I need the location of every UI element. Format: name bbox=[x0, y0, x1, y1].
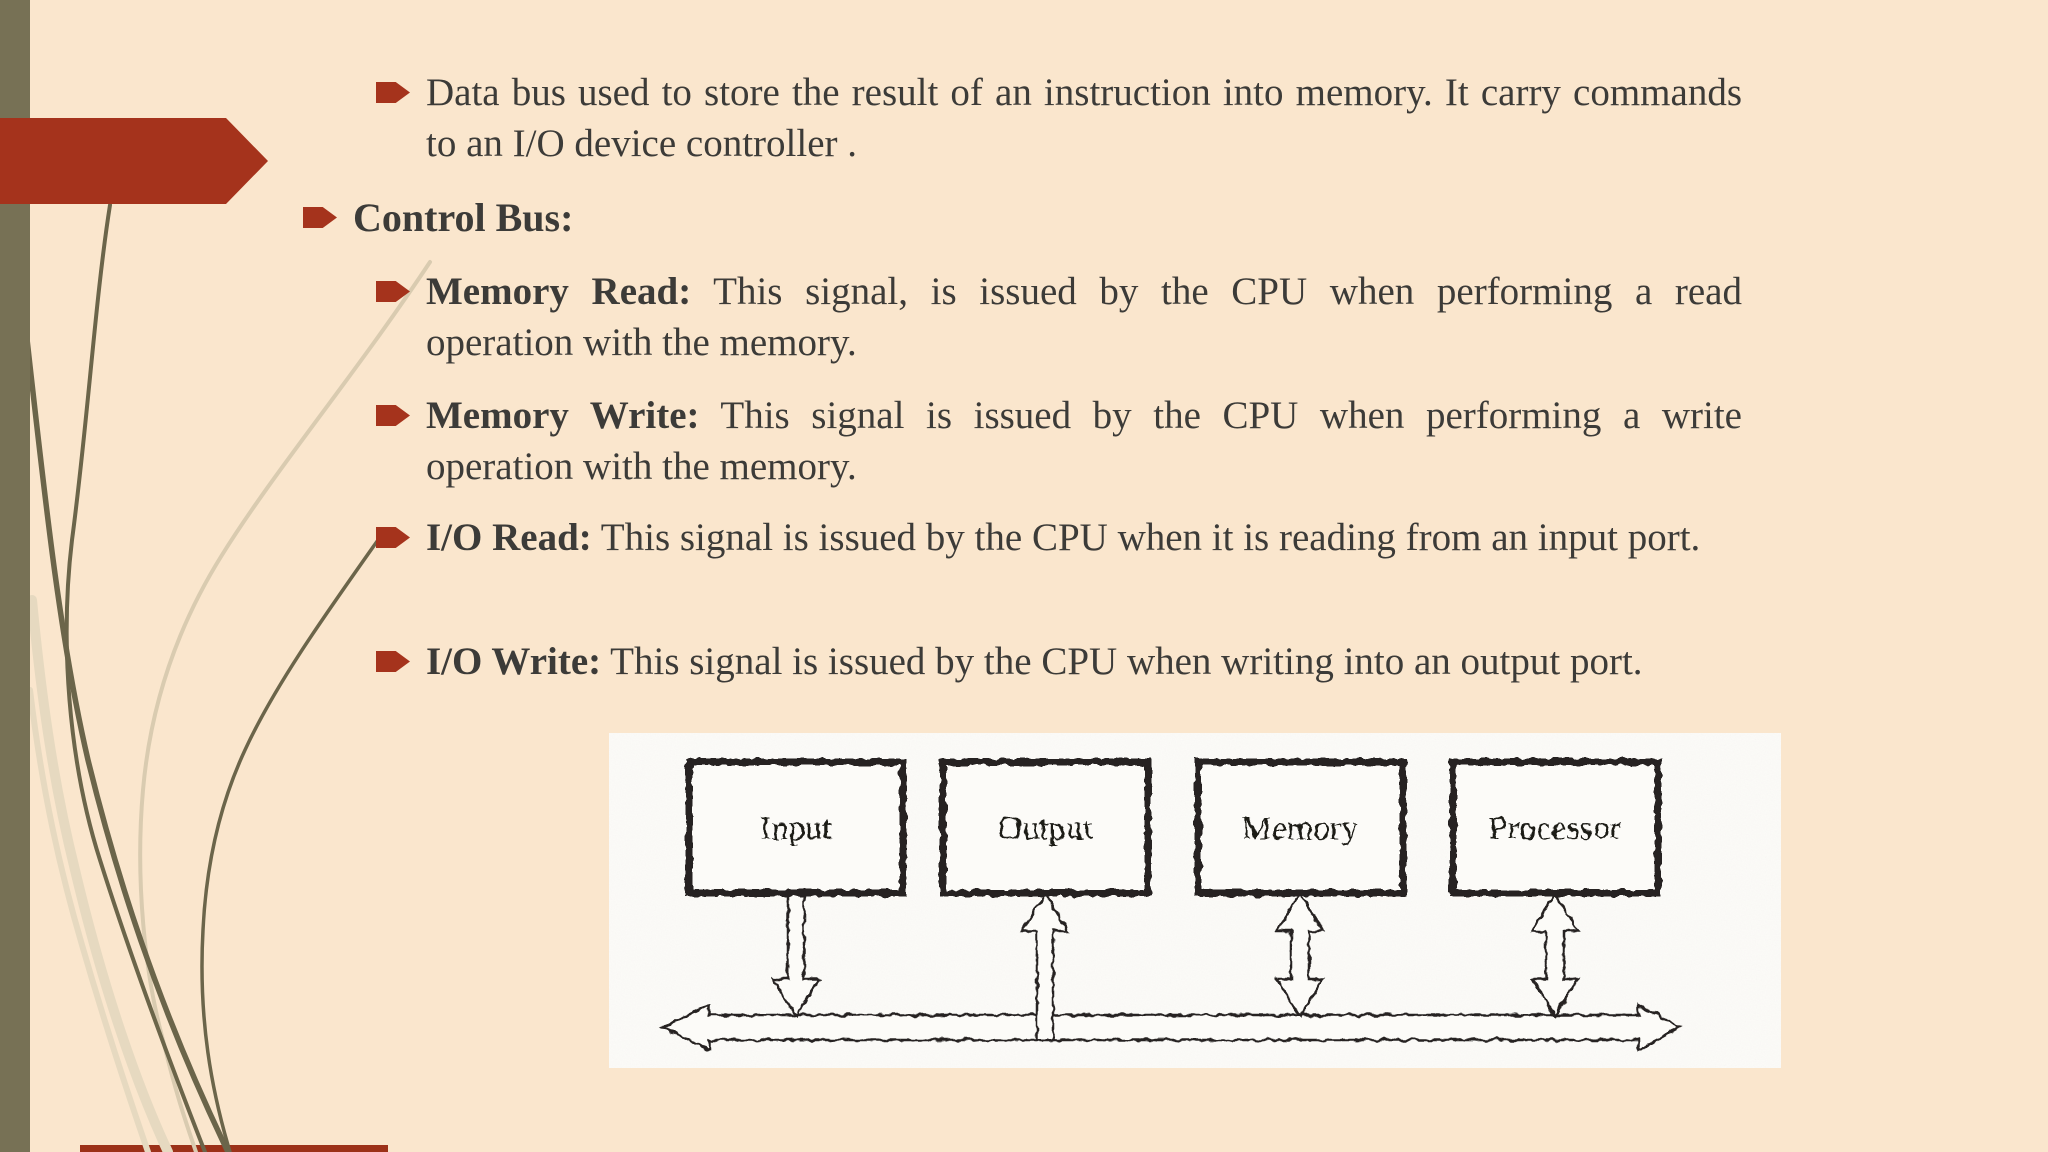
arrow-bullet-icon bbox=[303, 207, 337, 228]
bullet-item-io-read: I/O Read: This signal is issued by the C… bbox=[376, 512, 1742, 563]
bullet-text: Memory Write: This signal is issued by t… bbox=[426, 394, 1742, 488]
diagram-label-input: Input bbox=[760, 810, 832, 847]
bullet-item-io-write: I/O Write: This signal is issued by the … bbox=[376, 636, 1742, 687]
input-down-arrow bbox=[770, 891, 822, 1019]
decorative-curve bbox=[64, 203, 207, 1152]
bus-double-arrow bbox=[660, 1002, 1683, 1053]
bullet-text: Data bus used to store the result of an … bbox=[426, 71, 1742, 165]
decorative-curve bbox=[200, 538, 380, 1152]
diagram-label-memory: Memory bbox=[1241, 810, 1358, 847]
red-arrow-ribbon bbox=[0, 118, 268, 204]
processor-double-arrow bbox=[1529, 890, 1581, 1019]
decorative-curve bbox=[27, 687, 151, 1152]
page-number-tab bbox=[80, 1145, 388, 1152]
bullet-item-control-bus: Control Bus: bbox=[303, 192, 1203, 244]
decorative-curves bbox=[23, 203, 432, 1152]
bullet-text: I/O Write: This signal is issued by the … bbox=[426, 640, 1643, 683]
bullet-item-memory-read: Memory Read: This signal, is issued by t… bbox=[376, 266, 1742, 368]
bullet-text: I/O Read: This signal is issued by the C… bbox=[426, 516, 1701, 559]
decorative-curve bbox=[27, 595, 173, 1152]
arrow-bullet-icon bbox=[376, 651, 410, 672]
bullet-text: Memory Read: This signal, is issued by t… bbox=[426, 270, 1742, 364]
diagram-box-memory bbox=[1194, 758, 1407, 897]
decorative-curve bbox=[23, 327, 231, 1152]
diagram-box-output bbox=[939, 758, 1152, 897]
memory-double-arrow bbox=[1274, 890, 1326, 1019]
diagram-box-input bbox=[685, 758, 907, 897]
arrow-bullet-icon bbox=[376, 281, 410, 302]
diagram-label-output: Output bbox=[998, 810, 1093, 847]
bullet-item-memory-write: Memory Write: This signal is issued by t… bbox=[376, 390, 1742, 492]
diagram-box-processor bbox=[1449, 758, 1662, 897]
diagram-label-processor: Processor bbox=[1489, 810, 1622, 847]
bus-architecture-diagram: Input Output Memory Processor bbox=[609, 733, 1781, 1068]
arrow-bullet-icon bbox=[376, 82, 410, 103]
arrow-bullet-icon bbox=[376, 527, 410, 548]
arrow-bullet-icon bbox=[376, 405, 410, 426]
bullet-text: Control Bus: bbox=[353, 195, 574, 240]
bullet-item-data-bus: Data bus used to store the result of an … bbox=[376, 67, 1742, 169]
